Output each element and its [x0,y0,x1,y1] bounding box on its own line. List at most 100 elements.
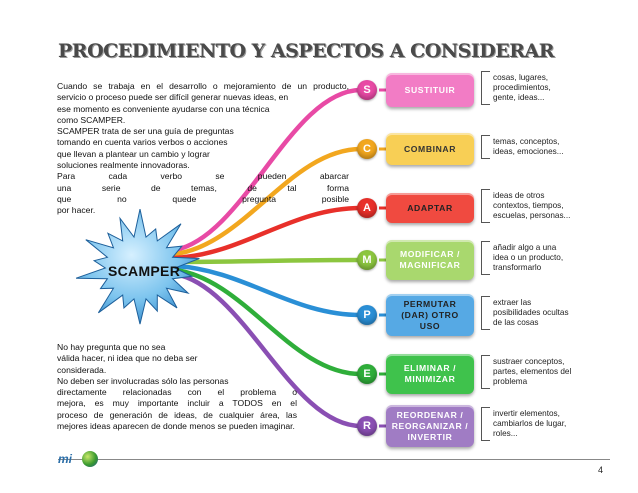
intro-line: que llevan a plantear un cambio y lograr [57,148,210,159]
description-line: partes, elementos del [493,366,572,376]
description-r: invertir elementos,cambiarlos de lugar,r… [493,409,601,440]
verb-label: SUSTITUIR [405,85,456,96]
intro-line: mejora, es muy importante incluir a TODO… [57,398,297,409]
description-line: ideas de otros [493,190,545,200]
bracket [481,134,490,160]
description-line: idea o un producto, [493,252,564,262]
branch-a [172,205,364,261]
description-line: cambiarlos de lugar, [493,418,567,428]
verb-box-s[interactable]: SUSTITUIR [386,73,474,107]
intro-line: ese momento es conveniente ayudarse con … [57,103,270,114]
intro-line: que no quede pregunta posible [57,193,349,204]
verb-label-line: REORGANIZAR / [391,420,469,431]
verb-label: COMBINAR [404,144,456,155]
verb-box-m[interactable]: MODIFICAR /MAGNIFICAR [386,240,474,280]
footer-divider [58,459,610,460]
description-line: transformarlo [493,263,542,273]
intro-line: tomando en cuenta varios verbos o accion… [57,137,228,148]
description-line: procedimientos, [493,82,551,92]
scamper-center-label: SCAMPER [108,263,181,279]
scamper-burst-shape [75,208,200,325]
letter-bubble-m: M [357,250,377,270]
verb-label-line: (DAR) OTRO [401,309,459,320]
description-line: contextos, tiempos, [493,200,564,210]
page-title: PROCEDIMIENTO Y ASPECTOS A CONSIDERAR [58,40,555,62]
description-line: posibilidades ocultas [493,307,569,317]
intro-line: como SCAMPER. [57,114,126,125]
verb-label-line: PERMUTAR [403,298,457,309]
description-line: temas, conceptos, [493,136,560,146]
bracket [481,188,490,224]
bracket [481,406,490,442]
letter-bubble-a: A [357,198,377,218]
bracket [481,240,490,276]
description-line: añadir algo a una [493,242,557,252]
intro-line: Para cada verbo se pueden abarcar [57,171,349,182]
letter-bubble-r: R [357,416,377,436]
bracket [481,295,490,331]
verb-label-line: ELIMINAR / [403,363,457,373]
intro-line: por hacer. [57,205,96,216]
verb-label: ADAPTAR [407,203,453,214]
letter-bubble-p: P [357,305,377,325]
letter-bubble-s: S [357,80,377,100]
description-line: invertir elementos, [493,408,560,418]
verb-label-line: MODIFICAR / [399,249,461,259]
description-c: temas, conceptos,ideas, emociones... [493,137,601,157]
description-line: problema [493,377,528,387]
description-line: roles... [493,429,518,439]
verb-label-line: ADAPTAR [407,202,453,213]
verb-box-c[interactable]: COMBINAR [386,133,474,165]
verb-box-e[interactable]: ELIMINAR /MINIMIZAR [386,354,474,394]
intro-line: No deben ser involucradas sólo las perso… [57,375,229,386]
verb-label-line: COMBINAR [403,143,457,154]
intro-line: una serie de temas, de tal forma [57,182,349,193]
branch-r [172,271,364,429]
verb-label-line: REORDENAR / [396,409,464,420]
intro-line: No hay pregunta que no sea [57,342,166,352]
description-line: gente, ideas... [493,93,545,103]
description-line: sustraer conceptos, [493,356,565,366]
branch-s [172,87,364,253]
page-number: 4 [598,465,604,475]
letter-bubble-c: C [357,139,377,159]
intro-line: mejores ideas aparecen de donde menos se… [57,421,295,432]
verb-label-line: USO [419,320,441,331]
description-s: cosas, lugares,procedimientos,gente, ide… [493,73,601,104]
verb-box-a[interactable]: ADAPTAR [386,193,474,223]
intro-paragraph-top: Cuando se trabaja en el desarrollo o mej… [57,81,349,217]
bracket [481,354,490,390]
verb-label-line: MAGNIFICAR [399,260,461,270]
intro-line: considerada. [57,364,107,375]
description-line: de las cosas [493,318,539,328]
globe-icon [82,451,98,467]
description-line: escuelas, personas... [493,211,571,221]
intro-line: SCAMPER trata de ser una guía de pregunt… [57,126,234,137]
verb-label-line: INVERTIR [407,431,453,442]
intro-line: soluciones realmente innovadoras. [57,160,190,171]
branch-c [172,146,364,257]
verb-label-line: MINIMIZAR [404,374,456,384]
description-e: sustraer conceptos,partes, elementos del… [493,357,601,388]
intro-line: Cuando se trabaja en el desarrollo o mej… [57,81,349,91]
description-line: cosas, lugares, [493,72,549,82]
description-line: ideas, emociones... [493,147,564,156]
verb-label-line: SUSTITUIR [404,84,456,95]
verb-label: MODIFICAR /MAGNIFICAR [400,249,461,271]
branch-e [172,267,364,377]
intro-line: directamente relacionadas con el problem… [57,387,297,398]
letter-bubble-e: E [357,364,377,384]
intro-line: servicio o proceso puede ser difícil gen… [57,92,289,103]
logo-text: mi [58,452,73,466]
branch-p [172,263,364,318]
verb-label: ELIMINAR /MINIMIZAR [404,363,456,385]
branch-m [172,257,364,265]
verb-box-r[interactable]: REORDENAR /REORGANIZAR /INVERTIR [386,405,474,447]
